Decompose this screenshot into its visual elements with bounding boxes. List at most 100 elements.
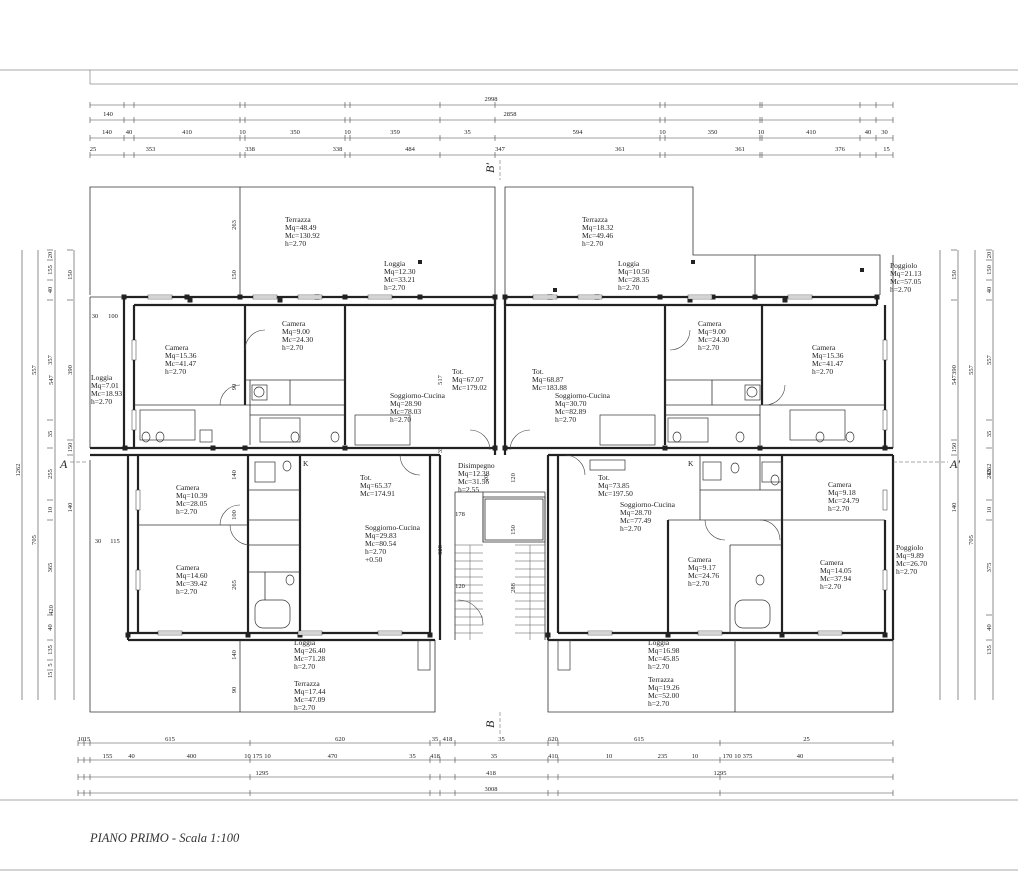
dim-left-outer-2: 40: [47, 287, 54, 294]
dim-top-r3-1: 40: [126, 129, 133, 136]
svg-text:263: 263: [231, 220, 238, 230]
dim-right-outer-2: 40: [986, 287, 993, 294]
dim-right-outer-3: 557: [986, 354, 993, 365]
drawing-title: PIANO PRIMO - Scala 1:100: [89, 831, 240, 845]
svg-text:150: 150: [510, 525, 517, 535]
svg-text:140: 140: [231, 470, 238, 480]
section-b-top: B': [483, 163, 497, 173]
svg-text:120: 120: [510, 473, 517, 483]
svg-text:30: 30: [92, 313, 99, 320]
dim-bot-r2-7: 35: [409, 753, 416, 760]
dim-bot-total: 3008: [485, 786, 498, 793]
dim-top-r2-0: 140: [103, 111, 113, 118]
dim-right-outer-1: 150: [986, 265, 993, 275]
dim-top-total: 2998: [485, 96, 498, 103]
svg-text:517: 517: [437, 374, 444, 385]
bathroom-fixtures: [139, 384, 855, 671]
dim-left-outer-0: 20: [47, 252, 54, 259]
dim-bot-r1-3: 620: [335, 736, 345, 743]
dim-left-557: 557: [31, 364, 38, 375]
door-swings: [219, 329, 786, 626]
dim-bot-r2-1: 40: [128, 753, 135, 760]
dim-bot-r3-0: 1295: [256, 770, 269, 777]
dim-bot-r2-3: 10: [244, 753, 251, 760]
svg-text:90: 90: [231, 687, 238, 694]
dim-top-r3-13: 40: [865, 129, 872, 136]
svg-text:35: 35: [437, 447, 444, 454]
section-a-right: A': [949, 457, 960, 471]
dim-left-outer-7: 365: [47, 563, 54, 573]
dim-right-outer-8: 40: [986, 624, 993, 631]
svg-text:178: 178: [455, 511, 465, 518]
dim-top-r3-2: 410: [182, 129, 192, 136]
dim-right-outer-5: 245: [986, 469, 993, 479]
dim-top-r3-14: 30: [881, 129, 888, 136]
dim-bot-r2-16: 375: [743, 753, 753, 760]
dim-bot-r3-1: 418: [486, 770, 496, 777]
dim-bot-r1-2: 615: [165, 736, 175, 743]
dim-left-outer-9: 135: [47, 645, 54, 655]
dim-right-inner-1: 390: [951, 365, 958, 375]
dim-bot-r2-12: 235: [658, 753, 668, 760]
dim-top-r4-6: 361: [615, 146, 625, 153]
dim-bot-r2-14: 170: [723, 753, 733, 760]
dim-left-705: 705: [31, 535, 38, 545]
dim-left-outer-11: 15: [47, 672, 54, 679]
dim-left-1262: 1262: [15, 464, 22, 477]
dim-top-r3-7: 35: [464, 129, 471, 136]
dim-left-outer-1: 155: [47, 265, 54, 275]
dim-bot-r2-13: 10: [692, 753, 699, 760]
dim-bot-r2-0: 155: [103, 753, 113, 760]
svg-text:100: 100: [231, 510, 238, 520]
dim-right-outer-6: 10: [986, 507, 993, 514]
dim-bot-r3-2: 1295: [714, 770, 727, 777]
dim-top-r2-1: 2858: [504, 111, 517, 118]
section-b-bottom: B: [483, 720, 497, 728]
dim-top-r4-2: 338: [245, 146, 255, 153]
dim-left-inner-1: 390: [67, 365, 74, 375]
dim-right-outer-9: 135: [986, 645, 993, 655]
svg-text:628: 628: [437, 545, 444, 555]
dim-right-705: 705: [968, 535, 975, 545]
svg-text:100: 100: [108, 313, 118, 320]
dim-top-r4-4: 484: [405, 146, 416, 153]
inner-dims: 263 150 517 35 628 178 150 120 288 20 12…: [92, 220, 517, 693]
dim-right-1262: 1262: [986, 464, 993, 477]
dim-right-outer-0: 20: [986, 252, 993, 259]
dim-bot-r1-5: 418: [443, 736, 453, 743]
dim-right-inner-3: 140: [951, 503, 958, 513]
dims-left: 1262 557 705 547 420 2015540357352551036…: [15, 249, 75, 700]
dim-top-r4-8: 376: [835, 146, 846, 153]
svg-text:120: 120: [455, 583, 465, 590]
dim-left-outer-10: 5: [47, 663, 54, 666]
section-markers: A A' B' B: [59, 160, 960, 735]
dim-top-r4-5: 347: [495, 146, 506, 153]
dim-right-inner-2: 150: [951, 443, 958, 453]
dim-bot-r2-15: 10: [734, 753, 741, 760]
dim-top-r3-11: 10: [758, 129, 765, 136]
dim-bot-r1-1: 15: [84, 736, 91, 743]
dim-top-r4-9: 15: [883, 146, 890, 153]
dim-right-557: 557: [968, 364, 975, 375]
dim-bot-r2-10: 410: [548, 753, 558, 760]
dim-bot-r1-7: 620: [548, 736, 558, 743]
section-a-left: A: [59, 457, 68, 471]
dim-top-r4-1: 353: [146, 146, 156, 153]
dim-bot-r1-9: 25: [803, 736, 810, 743]
